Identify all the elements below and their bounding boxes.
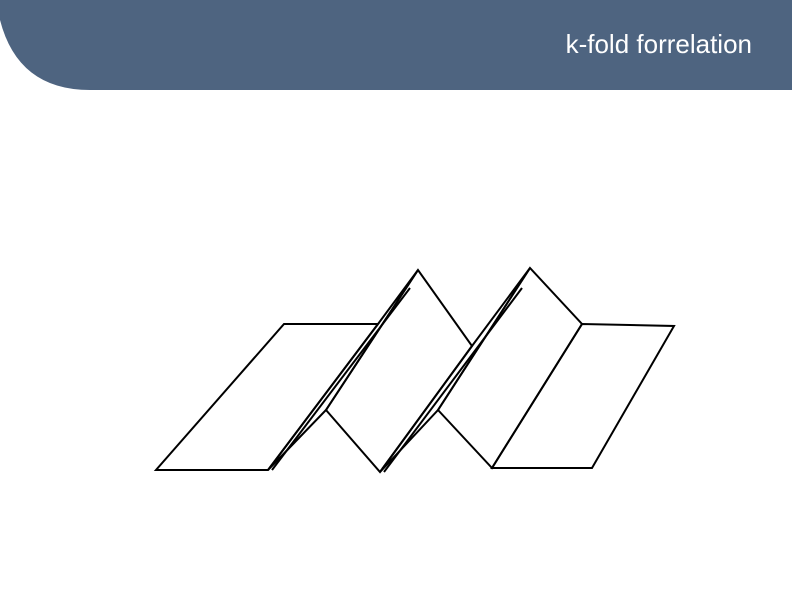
fold-panel-2 [267, 269, 419, 471]
slide-header-bar: k-fold forrelation [0, 0, 792, 90]
fold-panel-1 [153, 323, 381, 471]
fold-crease-2 [383, 287, 523, 473]
header-shape [0, 0, 792, 90]
folded-paper-icon [153, 266, 676, 474]
fold-panel-6 [490, 322, 676, 469]
slide-title: k-fold forrelation [565, 29, 752, 59]
